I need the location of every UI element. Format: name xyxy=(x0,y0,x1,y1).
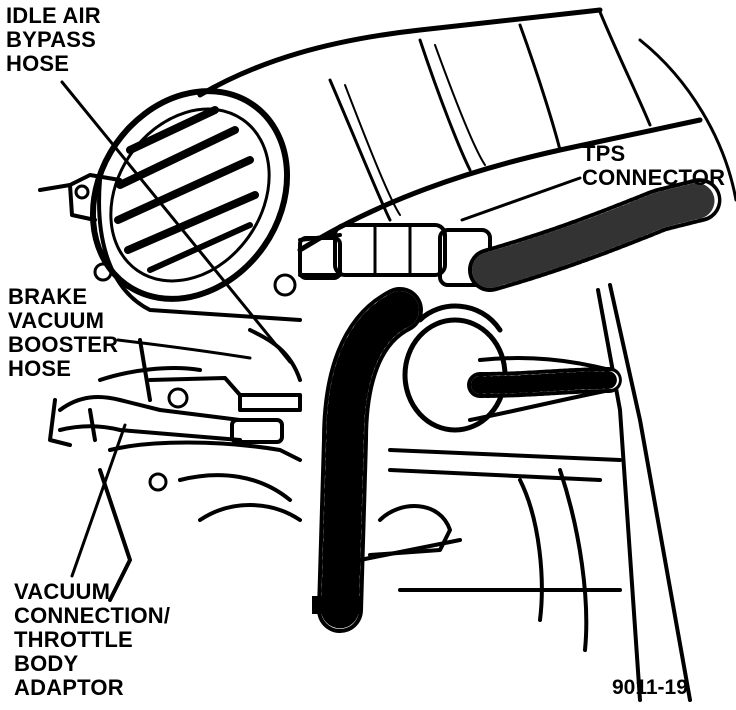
label-line: BRAKE xyxy=(8,284,88,309)
air-intake-duct xyxy=(197,7,736,253)
tps-connector-label: TPS CONNECTOR xyxy=(582,142,725,190)
label-line: VACUUM xyxy=(8,308,105,333)
label-line: BODY xyxy=(14,651,79,676)
tps-connector-body xyxy=(298,223,492,287)
label-line: ADAPTOR xyxy=(14,675,124,700)
idle-air-bypass-hose-label: IDLE AIR BYPASS HOSE xyxy=(6,4,101,76)
wiring-harness-conduit xyxy=(468,178,722,702)
label-line: VACUUM xyxy=(14,579,111,604)
leader-lines xyxy=(60,80,582,578)
label-line: HOSE xyxy=(8,356,72,381)
vacuum-fitting xyxy=(48,328,302,447)
label-line: HOSE xyxy=(6,51,70,76)
label-line: BYPASS xyxy=(6,27,97,52)
label-line: BOOSTER xyxy=(8,332,119,357)
engine-lower-structure xyxy=(98,338,622,652)
brake-vacuum-booster-hose-label: BRAKE VACUUM BOOSTER HOSE xyxy=(8,285,118,381)
label-line: THROTTLE xyxy=(14,627,133,652)
vacuum-connection-label: VACUUM CONNECTION/ THROTTLE BODY ADAPTOR xyxy=(14,580,170,700)
mounting-bracket xyxy=(38,173,297,492)
brake-booster-hose xyxy=(312,287,423,633)
label-line: IDLE AIR xyxy=(6,3,101,28)
figure-number: 9011-19 xyxy=(612,676,688,699)
braided-hose xyxy=(467,367,623,398)
label-line: TPS xyxy=(582,141,626,166)
label-line: CONNECTOR xyxy=(582,165,726,190)
label-line: CONNECTION/ xyxy=(14,603,171,628)
